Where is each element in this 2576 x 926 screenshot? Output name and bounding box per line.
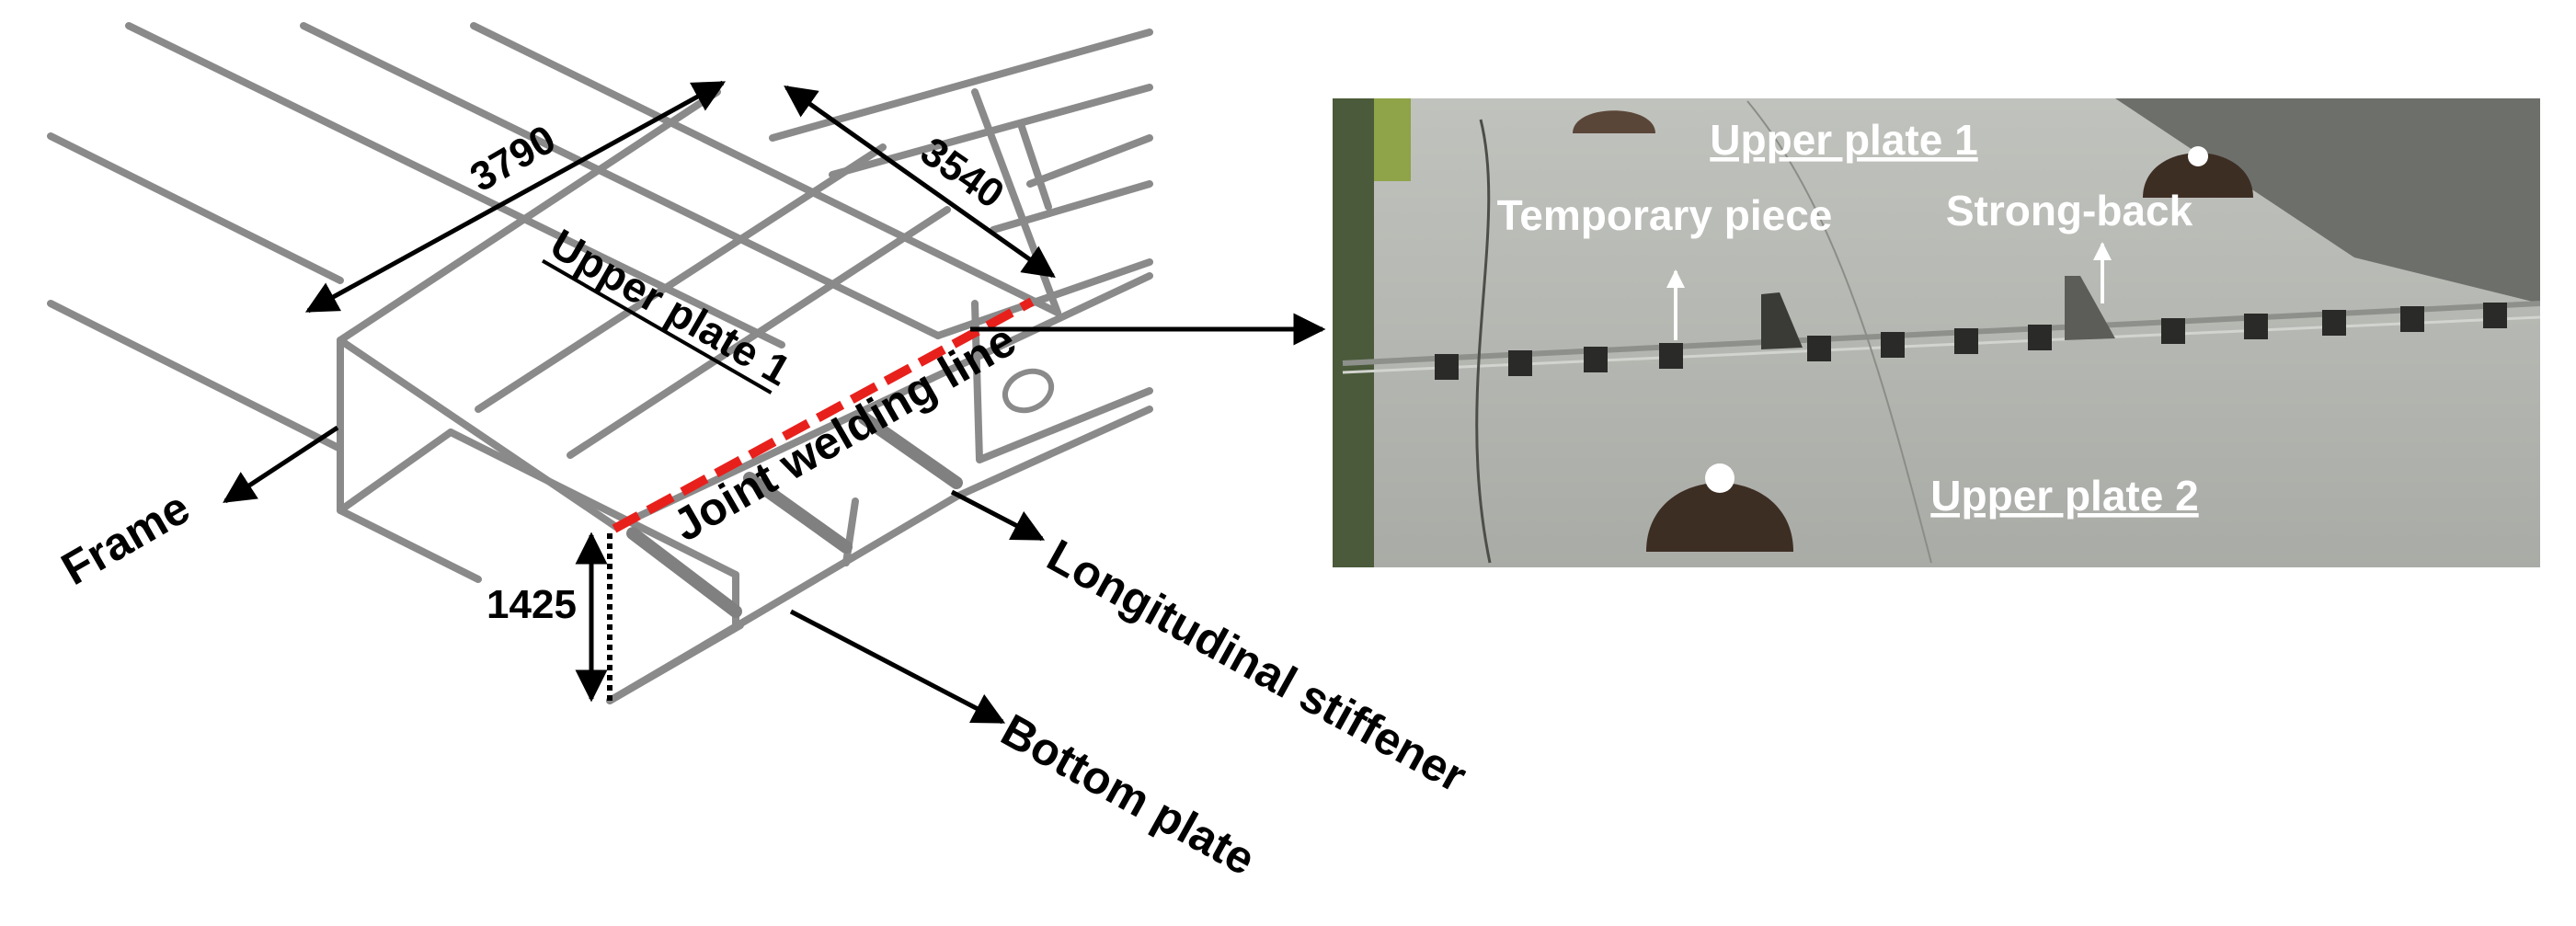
temporary-piece (1881, 332, 1905, 358)
dimension-label-height: 1425 (487, 582, 577, 627)
dimension-arrow-length (304, 80, 727, 314)
temporary-piece (2244, 314, 2268, 339)
temporary-piece (1954, 328, 1978, 354)
photo-label-strong-back: Strong-back (1946, 187, 2193, 234)
temporary-piece (1807, 336, 1831, 361)
leader-frame (223, 425, 339, 504)
temporary-piece (2400, 306, 2424, 332)
temporary-piece (2483, 303, 2507, 328)
temporary-piece (1435, 354, 1459, 380)
deck-edge (1017, 120, 1052, 211)
girder-line (47, 300, 344, 452)
temporary-piece (1584, 347, 1608, 372)
block-structure: 3790 3540 1425 Frame Bottom plate Longit… (47, 22, 1475, 886)
dimension-arrow-width (784, 85, 1056, 279)
joint-welding-line (612, 297, 1035, 533)
temporary-piece (2161, 318, 2185, 344)
temporary-piece (2028, 325, 2052, 350)
photo-lifting-lug (2143, 146, 2253, 198)
longitudinal-stiffener (858, 412, 963, 489)
photo-strong-back (1761, 292, 1803, 349)
longitudinal-stiffener (626, 527, 742, 618)
label-upper-plate-1-underline (542, 258, 773, 394)
frame-web (447, 429, 739, 578)
photo-label-temporary-piece: Temporary piece (1497, 191, 1833, 239)
girder-line (47, 132, 344, 284)
label-frame: Frame (53, 482, 199, 596)
photo-left-edge-equipment (1333, 98, 1374, 567)
deck-edge (1026, 134, 1153, 188)
photo-strong-back (2065, 276, 2115, 340)
photo-lifting-lug (1573, 110, 1655, 133)
label-bottom-plate: Bottom plate (993, 704, 1264, 886)
photo-lifting-lug (1646, 463, 1793, 552)
temporary-piece (2322, 310, 2346, 336)
leader-longitudinal-stiffener (950, 489, 1046, 542)
photo-panel: Upper plate 1 Temporary piece Strong-bac… (1333, 98, 2540, 567)
photo-label-upper-plate-2: Upper plate 2 (1930, 472, 2198, 520)
photo-cable (1475, 119, 1492, 564)
photo-temporary-pieces (1435, 303, 2507, 380)
photo-scratch (1746, 100, 1932, 564)
manhole (1002, 368, 1055, 414)
temporary-piece (1659, 343, 1683, 369)
side-web (971, 300, 1153, 463)
photo-label-upper-plate-1: Upper plate 1 (1710, 116, 1977, 164)
frame-top (337, 337, 620, 531)
temporary-piece (1508, 350, 1532, 376)
leader-bottom-plate (789, 609, 1006, 725)
photo-green-machine (1374, 98, 1411, 181)
frame-web (337, 429, 454, 514)
photo-shop-floor (2115, 98, 2540, 303)
deck-edge (613, 272, 1153, 531)
frame-line (769, 29, 1153, 142)
longitudinal-stiffener (743, 472, 853, 554)
bottom-plate-edge (606, 622, 744, 704)
